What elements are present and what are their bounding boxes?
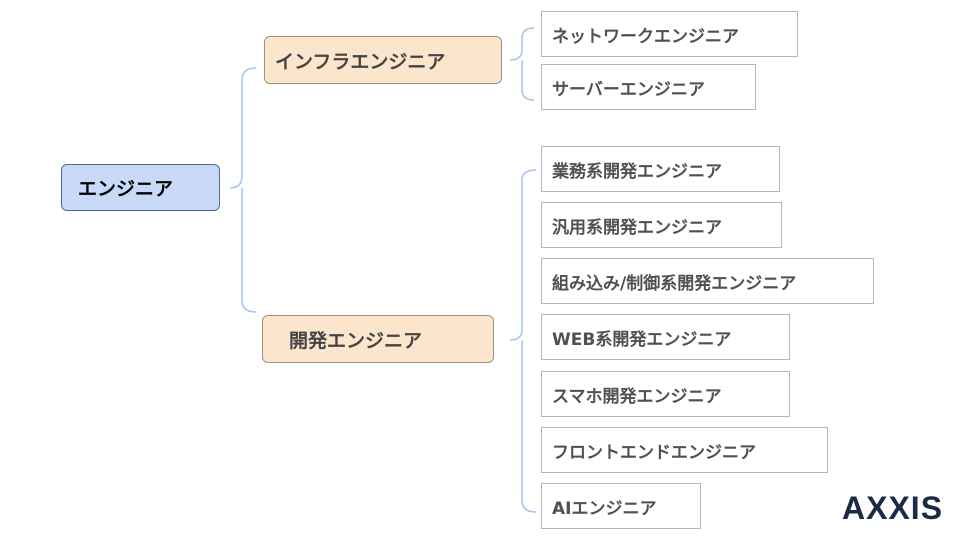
branch-label: インフラエンジニア	[275, 50, 446, 73]
leaf-network: ネットワークエンジニア	[541, 11, 798, 57]
branch-label: 開発エンジニア	[289, 329, 423, 352]
leaf-label: 組み込み/制御系開発エンジニア	[552, 273, 797, 294]
branch-infra: インフラエンジニア	[264, 36, 502, 84]
branch-dev: 開発エンジニア	[262, 315, 494, 363]
leaf-mainframe: 汎用系開発エンジニア	[541, 202, 782, 248]
leaf-smartphone: スマホ開発エンジニア	[541, 371, 790, 417]
leaf-label: WEB系開発エンジニア	[552, 329, 732, 350]
leaf-web: WEB系開発エンジニア	[541, 314, 790, 360]
leaf-embedded: 組み込み/制御系開発エンジニア	[541, 258, 874, 304]
leaf-label: スマホ開発エンジニア	[552, 386, 722, 407]
leaf-label: ネットワークエンジニア	[552, 26, 739, 47]
leaf-label: サーバーエンジニア	[552, 79, 705, 100]
leaf-label: フロントエンドエンジニア	[552, 442, 756, 463]
root-node: エンジニア	[61, 164, 220, 211]
root-label: エンジニア	[78, 178, 174, 200]
leaf-server: サーバーエンジニア	[541, 64, 756, 110]
connector-root	[229, 67, 257, 313]
leaf-frontend: フロントエンドエンジニア	[541, 427, 828, 473]
axxis-logo: AXXIS	[842, 490, 944, 526]
leaf-ai: AIエンジニア	[541, 483, 701, 529]
leaf-label: AIエンジニア	[552, 498, 657, 519]
connector-infra	[509, 27, 535, 101]
leaf-label: 業務系開発エンジニア	[552, 161, 722, 182]
connector-dev	[509, 169, 537, 513]
leaf-business: 業務系開発エンジニア	[541, 146, 780, 192]
leaf-label: 汎用系開発エンジニア	[552, 217, 722, 238]
